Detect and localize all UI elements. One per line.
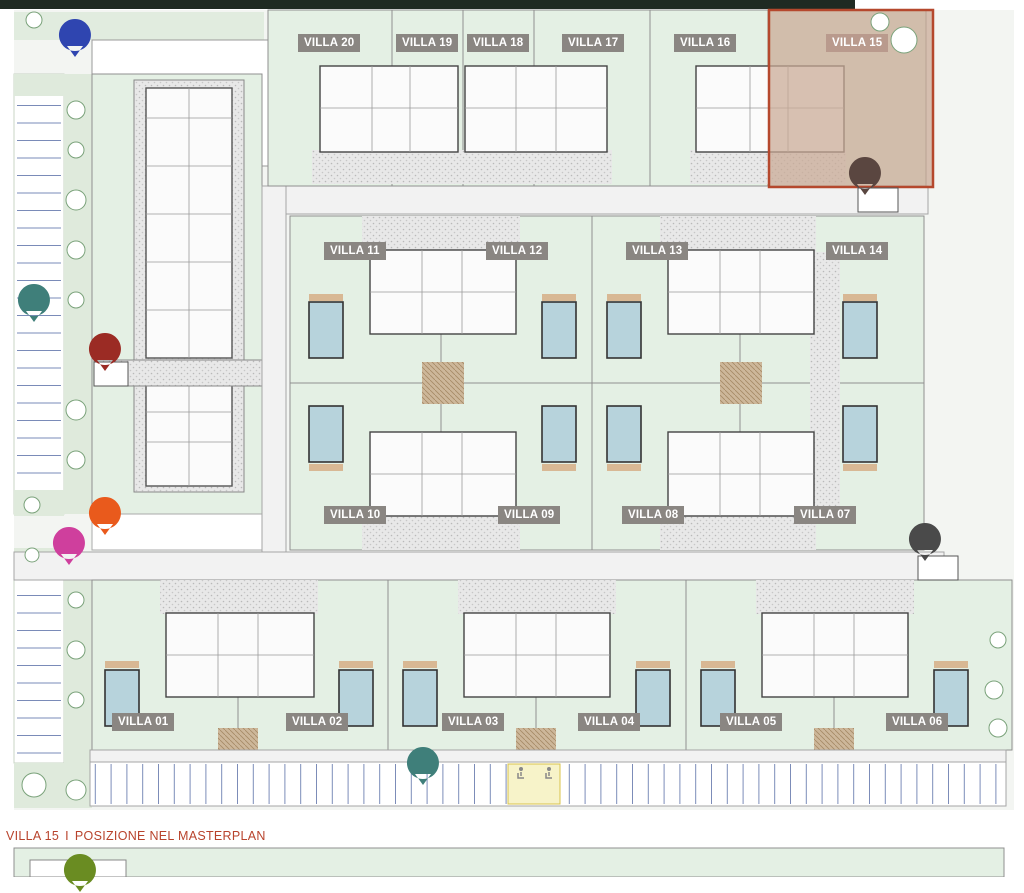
location-pin-icon[interactable] xyxy=(52,526,86,566)
villa-10-label[interactable]: VILLA 10 xyxy=(324,506,387,524)
location-pin-icon[interactable] xyxy=(58,18,92,58)
villa-19-label[interactable]: VILLA 19 xyxy=(396,34,459,52)
villa-14-label[interactable]: VILLA 14 xyxy=(826,242,889,260)
villa-08-label[interactable]: VILLA 08 xyxy=(622,506,685,524)
location-pin-icon[interactable] xyxy=(406,746,440,786)
location-pin-icon[interactable] xyxy=(908,522,942,562)
villa-15-label[interactable]: VILLA 15 xyxy=(826,34,889,52)
accessible-parking-icon xyxy=(517,767,524,779)
villa-01-label[interactable]: VILLA 01 xyxy=(112,713,175,731)
location-pin-icon[interactable] xyxy=(63,853,97,893)
caption-project: VILLA 15 xyxy=(6,829,60,843)
villa-03-label[interactable]: VILLA 03 xyxy=(442,713,505,731)
villa-13-label[interactable]: VILLA 13 xyxy=(626,242,689,260)
villa-04-label[interactable]: VILLA 04 xyxy=(578,713,641,731)
accessible-parking-icon xyxy=(545,767,552,779)
villa-20-label[interactable]: VILLA 20 xyxy=(298,34,361,52)
villa-11-label[interactable]: VILLA 11 xyxy=(324,242,386,260)
location-pin-icon[interactable] xyxy=(88,496,122,536)
villa-07-label[interactable]: VILLA 07 xyxy=(794,506,857,524)
location-pin-icon[interactable] xyxy=(17,283,51,323)
villa-06-label[interactable]: VILLA 06 xyxy=(886,713,949,731)
villa-16-label[interactable]: VILLA 16 xyxy=(674,34,737,52)
villa-12-label[interactable]: VILLA 12 xyxy=(486,242,549,260)
caption-separator: I xyxy=(65,829,69,843)
villa-02-label[interactable]: VILLA 02 xyxy=(286,713,349,731)
location-pin-icon[interactable] xyxy=(88,332,122,372)
villa-05-label[interactable]: VILLA 05 xyxy=(720,713,783,731)
villa-18-label[interactable]: VILLA 18 xyxy=(467,34,530,52)
villa-09-label[interactable]: VILLA 09 xyxy=(498,506,561,524)
villa-17-label[interactable]: VILLA 17 xyxy=(562,34,625,52)
masterplan-caption: VILLA 15 I POSIZIONE NEL MASTERPLAN xyxy=(6,829,266,843)
location-pin-icon[interactable] xyxy=(848,156,882,196)
caption-subtitle: POSIZIONE NEL MASTERPLAN xyxy=(74,829,266,843)
